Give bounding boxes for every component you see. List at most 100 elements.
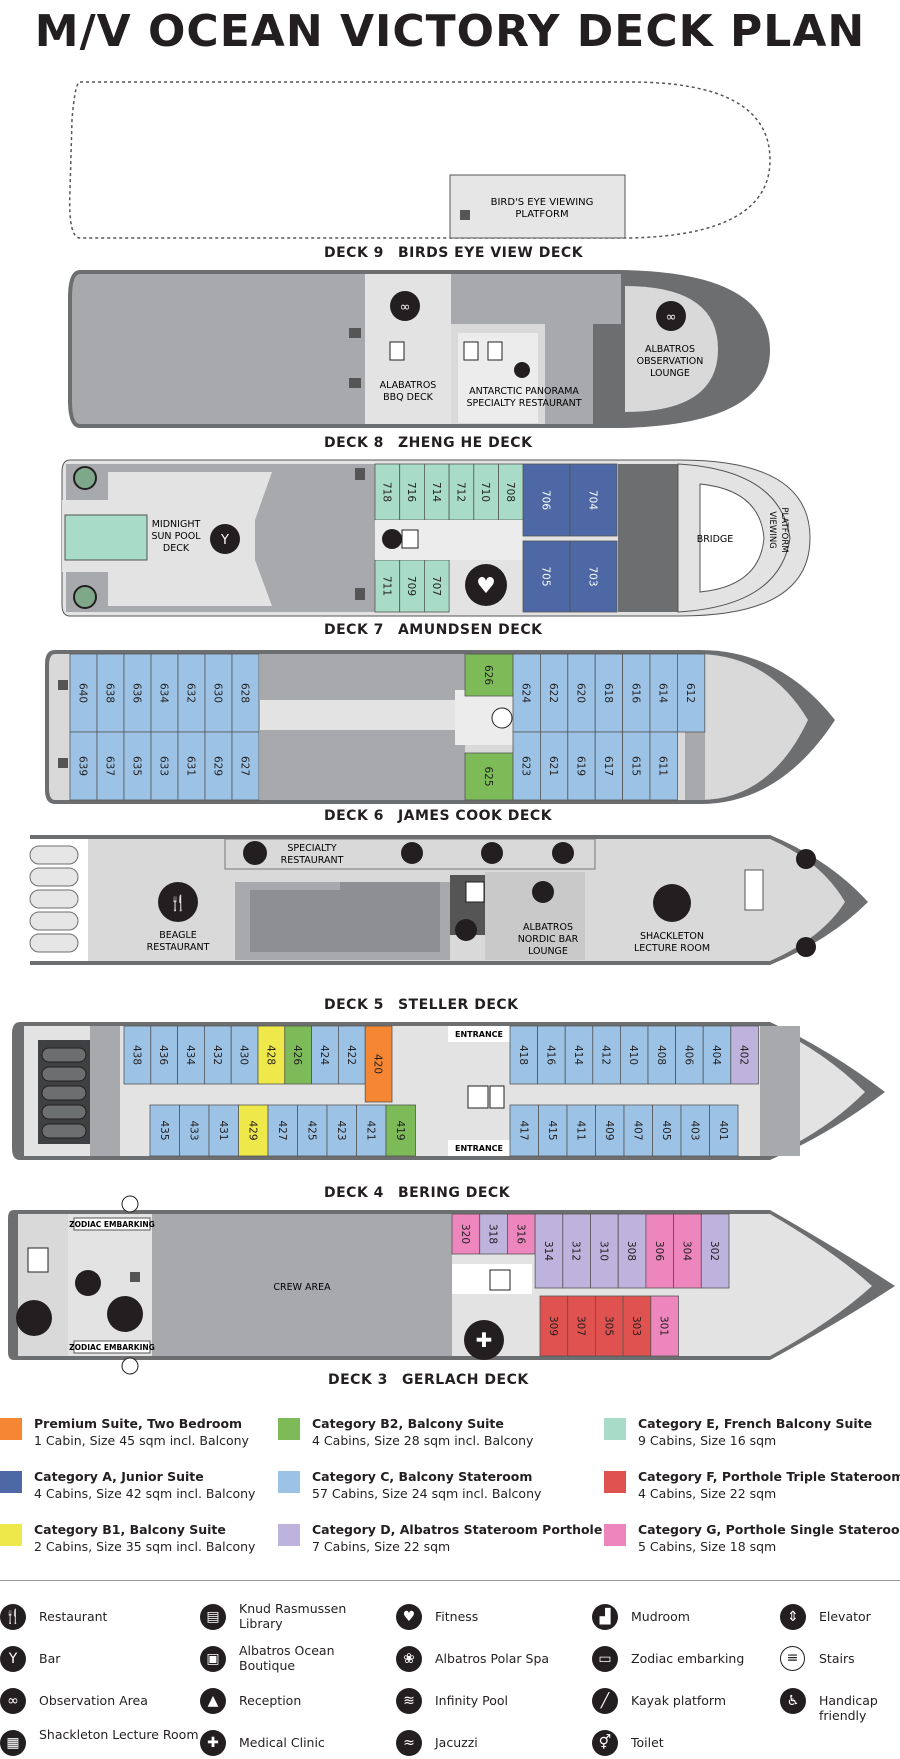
svg-text:∞: ∞	[400, 300, 411, 315]
legend-subtitle: 57 Cabins, Size 24 sqm incl. Balcony	[312, 1486, 542, 1501]
cabin-number: 419	[394, 1120, 406, 1140]
cabin-639	[69, 731, 98, 801]
cabin-number: 616	[629, 683, 641, 703]
zodiac-boat	[41, 1047, 87, 1063]
svg-text:SPECIALTY RESTAURANT: SPECIALTY RESTAURANT	[466, 398, 581, 409]
svg-text:PLATFORM: PLATFORM	[515, 209, 568, 220]
sun-pool-label: MIDNIGHT	[152, 519, 201, 530]
cabin-421	[356, 1104, 387, 1157]
svg-text:RESTAURANT: RESTAURANT	[147, 942, 210, 953]
cabin-711	[374, 559, 401, 613]
zodiac-boat	[41, 1104, 87, 1120]
legend-title: Category G, Porthole Single Stateroom	[638, 1522, 900, 1537]
cabin-number: 708	[504, 482, 516, 502]
legend-subtitle: 2 Cabins, Size 35 sqm incl. Balcony	[34, 1539, 256, 1554]
cabin-number: 631	[185, 756, 197, 776]
icon-legend-label: Shackleton Lecture Room	[39, 1727, 199, 1742]
cabin-617	[594, 731, 624, 801]
cabin-number: 623	[520, 756, 532, 776]
cabin-709	[399, 559, 425, 613]
medical-icon: ✚	[200, 1730, 226, 1756]
cabin-number: 411	[574, 1120, 586, 1140]
cabin-number: 429	[246, 1120, 258, 1140]
panorama-restaurant-label: ANTARCTIC PANORAMA	[469, 386, 579, 397]
legend-swatch	[0, 1471, 22, 1493]
cabin-number: 712	[454, 482, 466, 502]
legend-title: Category D, Albatros Stateroom Porthole	[312, 1522, 603, 1537]
cabin-622	[540, 653, 569, 733]
cabin-number: 424	[318, 1045, 330, 1065]
cabin-number: 425	[305, 1120, 317, 1140]
cabin-405	[652, 1104, 682, 1157]
cabin-408	[647, 1025, 677, 1085]
cabin-301	[650, 1295, 679, 1357]
cabin-number: 427	[276, 1120, 288, 1140]
cabin-404	[702, 1025, 732, 1085]
entrance-bottom-label: ENTRANCE	[455, 1144, 503, 1153]
svg-text:∞: ∞	[666, 310, 677, 325]
cabin-415	[538, 1104, 568, 1157]
cabin-number: 410	[627, 1045, 639, 1065]
cabin-612	[677, 653, 706, 733]
legend-subtitle: 4 Cabins, Size 28 sqm incl. Balcony	[312, 1433, 534, 1448]
legend-title: Category E, French Balcony Suite	[638, 1416, 873, 1431]
legend-title: Category B2, Balcony Suite	[312, 1416, 504, 1431]
cabin-637	[96, 731, 125, 801]
icon-legend-label: Bar	[39, 1651, 61, 1666]
cabin-417	[509, 1104, 539, 1157]
icon-legend-label: Jacuzzi	[435, 1735, 478, 1750]
cabin-number: 423	[335, 1120, 347, 1140]
cabin-number: 621	[547, 756, 559, 776]
cabin-403	[680, 1104, 710, 1157]
cabin-number: 626	[482, 665, 494, 685]
cabin-number: 305	[602, 1316, 614, 1336]
cabin-number: 620	[575, 683, 587, 703]
svg-text:SUN POOL: SUN POOL	[151, 531, 201, 542]
cabin-number: 426	[291, 1045, 303, 1065]
cabin-number: 630	[212, 683, 224, 703]
cabin-426	[284, 1025, 312, 1085]
crew-area-label: CREW AREA	[273, 1282, 331, 1293]
cabin-number: 619	[575, 756, 587, 776]
cabin-432	[203, 1025, 232, 1085]
legend-subtitle: 9 Cabins, Size 16 sqm	[638, 1433, 777, 1448]
cabin-number: 710	[479, 482, 491, 502]
cabin-number: 403	[688, 1120, 700, 1140]
cabin-number: 627	[239, 756, 251, 776]
cabin-710	[473, 463, 499, 521]
cabin-433	[179, 1104, 210, 1157]
icon-legend-label: Fitness	[435, 1609, 479, 1624]
cabin-427	[267, 1104, 298, 1157]
svg-text:LECTURE ROOM: LECTURE ROOM	[634, 943, 710, 954]
cabin-number: 436	[157, 1045, 169, 1065]
legend-swatch	[604, 1524, 626, 1546]
cabin-number: 412	[600, 1045, 612, 1065]
icon-legend-label: Reception	[239, 1693, 302, 1708]
cabin-number: 716	[405, 482, 417, 502]
cabin-624	[512, 653, 541, 733]
cabin-number: 407	[631, 1120, 643, 1140]
cabin-number: 421	[364, 1120, 376, 1140]
cabin-number: 624	[520, 683, 532, 703]
cabin-number: 614	[657, 683, 669, 703]
cabin-number: 622	[547, 683, 559, 703]
zodiac-top-label: ZODIAC EMBARKING	[69, 1220, 155, 1229]
cabin-633	[150, 731, 179, 801]
cabin-308	[617, 1213, 647, 1289]
zodiac-boat	[29, 933, 79, 953]
cabin-401	[709, 1104, 739, 1157]
cabin-number: 612	[684, 683, 696, 703]
cabin-627	[231, 731, 260, 801]
legend-subtitle: 5 Cabins, Size 18 sqm	[638, 1539, 777, 1554]
cabin-number: 636	[131, 683, 143, 703]
cabin-number: 301	[658, 1316, 670, 1336]
zodiac-boat	[41, 1123, 87, 1139]
cabin-number: 408	[655, 1045, 667, 1065]
cabin-number: 634	[158, 683, 170, 703]
cabin-423	[326, 1104, 357, 1157]
mudroom-icon: ▟	[592, 1604, 618, 1630]
cabin-430	[230, 1025, 259, 1085]
